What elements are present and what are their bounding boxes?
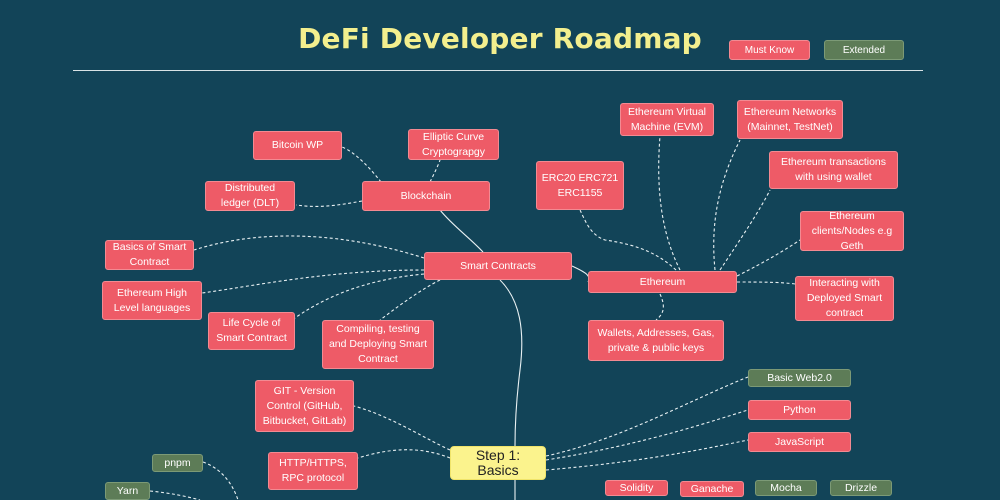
legend-must-know: Must Know xyxy=(729,40,810,60)
node-basics-smart-contract[interactable]: Basics of Smart Contract xyxy=(105,240,194,270)
node-ethereum-transactions[interactable]: Ethereum transactions with using wallet xyxy=(769,151,898,189)
node-http[interactable]: HTTP/HTTPS, RPC protocol xyxy=(268,452,358,490)
link-eth-clients xyxy=(736,239,801,277)
link-step-javascript xyxy=(545,439,749,471)
link-eth-interacting xyxy=(736,281,796,285)
node-mocha[interactable]: Mocha xyxy=(755,480,817,496)
link-blockchain-dlt xyxy=(295,200,363,207)
link-smart-languages xyxy=(201,269,425,294)
node-bitcoin-wp[interactable]: Bitcoin WP xyxy=(253,131,342,160)
node-git[interactable]: GIT - Version Control (GitHub, Bitbucket… xyxy=(255,380,354,432)
node-pnpm[interactable]: pnpm xyxy=(152,454,203,472)
node-javascript[interactable]: JavaScript xyxy=(748,432,851,452)
legend-extended: Extended xyxy=(824,40,904,60)
node-basic-web2[interactable]: Basic Web2.0 xyxy=(748,369,851,387)
link-blockchain-elliptic xyxy=(429,159,441,183)
node-erc-standards[interactable]: ERC20 ERC721 ERC1155 xyxy=(536,161,624,210)
title-divider xyxy=(73,70,923,71)
link-smart-ethereum xyxy=(571,265,590,283)
node-interacting-contract[interactable]: Interacting with Deployed Smart contract xyxy=(795,276,894,321)
link-eth-networks xyxy=(713,139,741,271)
node-solidity[interactable]: Solidity xyxy=(605,480,668,496)
link-eth-wallets xyxy=(655,293,664,321)
link-smart-compiling xyxy=(379,279,441,321)
link-smart-lifecycle xyxy=(291,273,425,321)
node-distributed-ledger[interactable]: Distributed ledger (DLT) xyxy=(205,181,295,211)
link-smart-basics xyxy=(193,235,425,259)
node-ethereum[interactable]: Ethereum xyxy=(588,271,737,293)
link-pnpm xyxy=(202,461,239,500)
node-yarn[interactable]: Yarn xyxy=(105,482,150,500)
node-ganache[interactable]: Ganache xyxy=(680,481,744,497)
node-ethereum-high-level-languages[interactable]: Ethereum High Level languages xyxy=(102,281,202,320)
link-smart-blockchain xyxy=(439,209,484,253)
link-step-smart xyxy=(499,279,523,447)
node-life-cycle[interactable]: Life Cycle of Smart Contract xyxy=(208,312,295,350)
link-step-git xyxy=(353,405,451,451)
node-evm[interactable]: Ethereum Virtual Machine (EVM) xyxy=(620,103,714,136)
link-yarn xyxy=(149,490,201,500)
link-blockchain-bitcoin xyxy=(341,146,382,183)
link-eth-evm xyxy=(658,135,681,271)
node-blockchain[interactable]: Blockchain xyxy=(362,181,490,211)
link-step-http xyxy=(357,449,451,459)
node-compiling-testing[interactable]: Compiling, testing and Deploying Smart C… xyxy=(322,320,434,369)
page-title: DeFi Developer Roadmap xyxy=(298,22,702,55)
node-ethereum-networks[interactable]: Ethereum Networks (Mainnet, TestNet) xyxy=(737,100,843,139)
node-ethereum-clients[interactable]: Ethereum clients/Nodes e.g Geth xyxy=(800,210,904,252)
node-python[interactable]: Python xyxy=(748,400,851,420)
link-step-python xyxy=(545,409,749,461)
node-step1-basics[interactable]: Step 1: Basics xyxy=(450,446,546,480)
node-smart-contracts[interactable]: Smart Contracts xyxy=(424,252,572,280)
node-wallets[interactable]: Wallets, Addresses, Gas, private & publi… xyxy=(588,320,724,361)
link-step-web2 xyxy=(545,376,749,457)
link-eth-erc xyxy=(579,209,677,271)
node-elliptic-curve[interactable]: Elliptic Curve Cryptograpgy xyxy=(408,129,499,160)
node-drizzle[interactable]: Drizzle xyxy=(830,480,892,496)
link-eth-transactions xyxy=(719,189,771,271)
